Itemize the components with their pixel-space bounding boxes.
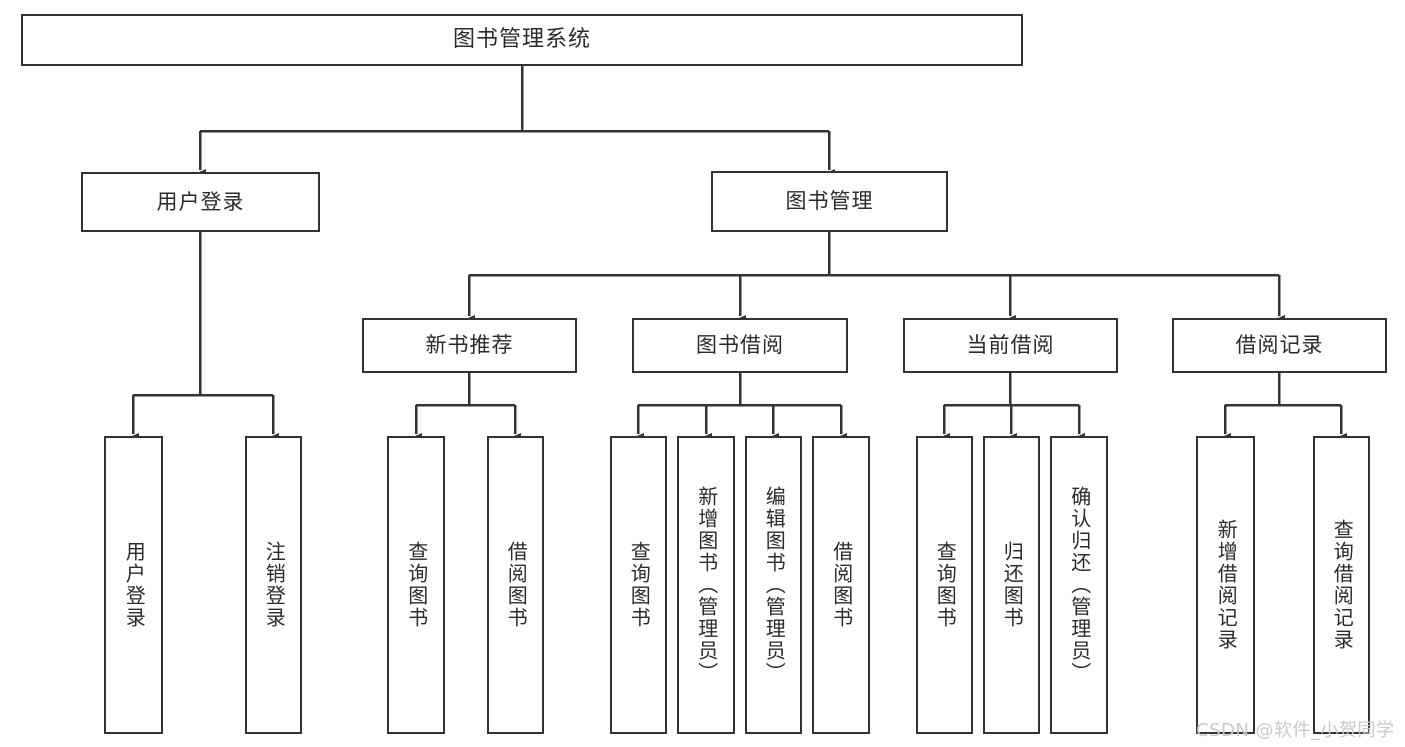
node-leaf-5[interactable]: 新增图书（管理员） <box>677 436 735 734</box>
node-level1-1[interactable]: 图书管理 <box>711 171 948 232</box>
node-label: 新增图书（管理员） <box>694 486 719 684</box>
node-label: 查询图书 <box>404 541 429 629</box>
node-label: 新书推荐 <box>425 333 514 358</box>
node-label: 查询图书 <box>933 541 958 629</box>
node-label: 注销登录 <box>262 541 287 629</box>
node-label: 借阅记录 <box>1235 333 1324 358</box>
node-label: 查询图书 <box>627 541 652 629</box>
node-level1-0[interactable]: 用户登录 <box>81 172 320 232</box>
node-leaf-0[interactable]: 用户登录 <box>104 436 163 734</box>
node-leaf-8[interactable]: 查询图书 <box>916 436 973 734</box>
node-label: 查询借阅记录 <box>1330 519 1355 651</box>
node-level2-2[interactable]: 当前借阅 <box>903 318 1118 373</box>
node-label: 归还图书 <box>1000 541 1025 629</box>
node-label: 借阅图书 <box>829 541 854 629</box>
node-leaf-4[interactable]: 查询图书 <box>610 436 667 734</box>
node-label: 借阅图书 <box>504 541 529 629</box>
node-label: 当前借阅 <box>966 333 1055 358</box>
node-level2-3[interactable]: 借阅记录 <box>1172 318 1387 373</box>
node-label: 用户登录 <box>122 541 147 629</box>
node-label: 编辑图书（管理员） <box>762 486 787 684</box>
node-leaf-9[interactable]: 归还图书 <box>983 436 1040 734</box>
node-leaf-6[interactable]: 编辑图书（管理员） <box>745 436 802 734</box>
node-label: 新增借阅记录 <box>1214 519 1239 651</box>
node-root[interactable]: 图书管理系统 <box>21 14 1023 66</box>
node-label: 用户登录 <box>156 189 245 214</box>
node-leaf-3[interactable]: 借阅图书 <box>487 436 544 734</box>
node-label: 图书管理 <box>785 189 874 214</box>
node-leaf-12[interactable]: 查询借阅记录 <box>1313 436 1370 734</box>
node-level2-1[interactable]: 图书借阅 <box>632 318 848 373</box>
node-leaf-1[interactable]: 注销登录 <box>245 436 302 734</box>
node-leaf-10[interactable]: 确认归还（管理员） <box>1050 436 1108 734</box>
node-label: 图书借阅 <box>696 333 784 358</box>
connector-lines <box>133 66 1341 434</box>
node-label: 确认归还（管理员） <box>1067 486 1092 684</box>
node-leaf-7[interactable]: 借阅图书 <box>812 436 870 734</box>
node-leaf-11[interactable]: 新增借阅记录 <box>1196 436 1255 734</box>
node-label: 图书管理系统 <box>452 27 591 53</box>
node-leaf-2[interactable]: 查询图书 <box>387 436 445 734</box>
csdn-watermark: CSDN @软件_小贺同学 <box>1196 720 1395 741</box>
node-level2-0[interactable]: 新书推荐 <box>362 318 577 373</box>
